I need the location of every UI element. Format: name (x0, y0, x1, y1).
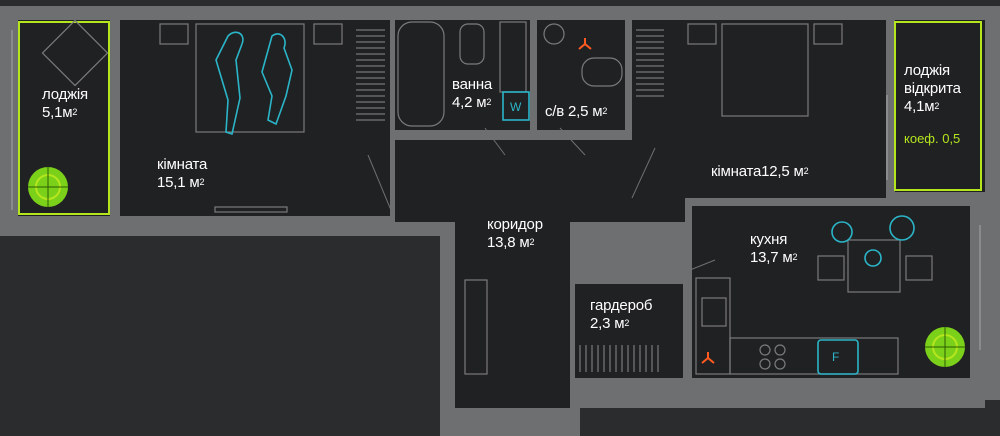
person-1 (215, 31, 244, 136)
room-label-bath: ванна 4,2 м2 (452, 76, 492, 112)
toilet-wc (581, 57, 623, 87)
room-label-loggia-right: лоджія відкрита 4,1м2 (904, 62, 961, 116)
floor-kitchen (692, 206, 970, 378)
kitchen-counter (695, 277, 731, 375)
room-name: лоджія (904, 62, 950, 79)
bed-room1 (195, 23, 305, 133)
washer (502, 91, 530, 121)
bed-room2 (721, 23, 809, 117)
sink-round (543, 23, 565, 45)
room-area: 5,1м (42, 104, 73, 121)
nightstand (687, 23, 717, 45)
kitchen-counter-bottom (729, 337, 899, 375)
nightstand (313, 23, 343, 45)
nightstand (159, 23, 189, 45)
toilet-bath (459, 23, 485, 65)
loggia-right-outline (894, 21, 982, 191)
stove-burner (759, 344, 771, 356)
room-label-room2: кімната12,5 м2 (711, 163, 809, 181)
stove-burner (759, 358, 771, 370)
highlight-furniture (215, 31, 915, 375)
wall-seg (685, 198, 692, 378)
diner-2 (889, 215, 915, 241)
sink-kitchen (701, 297, 727, 327)
room-area: 13,8 м (487, 234, 530, 251)
kitchen-chair (905, 255, 933, 281)
area-unit-sup: 2 (624, 318, 630, 328)
room-name: коридор (487, 216, 543, 233)
floor-corridor (395, 140, 685, 222)
room-name: лоджія (42, 86, 88, 103)
nightstand (813, 23, 843, 45)
area-unit-sup: 2 (529, 237, 535, 247)
floor-bath (395, 20, 530, 130)
area-unit-sup: 2 (72, 107, 78, 117)
vent-marker-icon (578, 38, 715, 364)
tv-stand (214, 206, 288, 213)
floor-corridor-lower (455, 222, 570, 408)
area-unit-sup: 2 (803, 166, 809, 176)
plant-icon (925, 327, 965, 367)
stove-burner (774, 344, 786, 356)
fridge-label: F (832, 350, 839, 364)
bathtub (397, 21, 445, 127)
area-unit-sup: 2 (792, 252, 798, 262)
coefficient-label: коеф. 0,5 (904, 131, 961, 146)
room-name-area: кімната12,5 м (711, 163, 804, 180)
room-area: 4,1м (904, 98, 935, 115)
armchair (41, 19, 109, 87)
furniture (41, 19, 933, 375)
diner-3 (864, 249, 882, 267)
area-unit-sup: 2 (199, 177, 205, 187)
windows (11, 30, 981, 350)
room-name: кімната (157, 156, 208, 173)
stove-burner (774, 358, 786, 370)
fridge (817, 339, 859, 375)
room-label-kitchen: кухня 13,7 м2 (750, 231, 797, 267)
wardrobe-racks (356, 29, 664, 372)
room-label-wardrobe: гардероб 2,3 м2 (590, 297, 652, 333)
room-area: 4,2 м (452, 94, 487, 111)
diner-1 (831, 221, 853, 243)
room-label-corridor: коридор 13,8 м2 (487, 216, 543, 252)
floor-loggia-right (895, 20, 985, 192)
room-area: 13,7 м (750, 249, 793, 266)
room-name-area: с/в 2,5 м (545, 103, 603, 120)
door-swings (367, 127, 716, 271)
loggia-left-outline (18, 21, 110, 215)
room-area: 15,1 м (157, 174, 200, 191)
room-label-wc: с/в 2,5 м2 (545, 103, 607, 121)
floor-wc (537, 20, 625, 130)
room-area: 2,3 м (590, 315, 625, 332)
plant-icon (28, 167, 68, 207)
area-unit-sup: 2 (602, 106, 608, 116)
floor-room1 (120, 20, 390, 216)
area-unit-sup: 2 (486, 97, 492, 107)
room-name: ванна (452, 76, 493, 93)
corridor-cabinet (464, 279, 488, 375)
area-unit-sup: 2 (934, 101, 940, 111)
kitchen-table (847, 239, 901, 293)
room-name: гардероб (590, 297, 653, 314)
room-label-loggia-left: лоджія 5,1м2 (42, 86, 88, 122)
room-name-line2: відкрита (904, 80, 961, 97)
floor-wardrobe (575, 284, 683, 378)
wall-seg (570, 278, 687, 284)
washer-label: W (510, 100, 522, 114)
room-floors (18, 20, 985, 408)
room-name: кухня (750, 231, 788, 248)
person-2 (261, 33, 293, 126)
kitchen-chair (817, 255, 845, 281)
room-label-room1: кімната 15,1 м2 (157, 156, 207, 192)
